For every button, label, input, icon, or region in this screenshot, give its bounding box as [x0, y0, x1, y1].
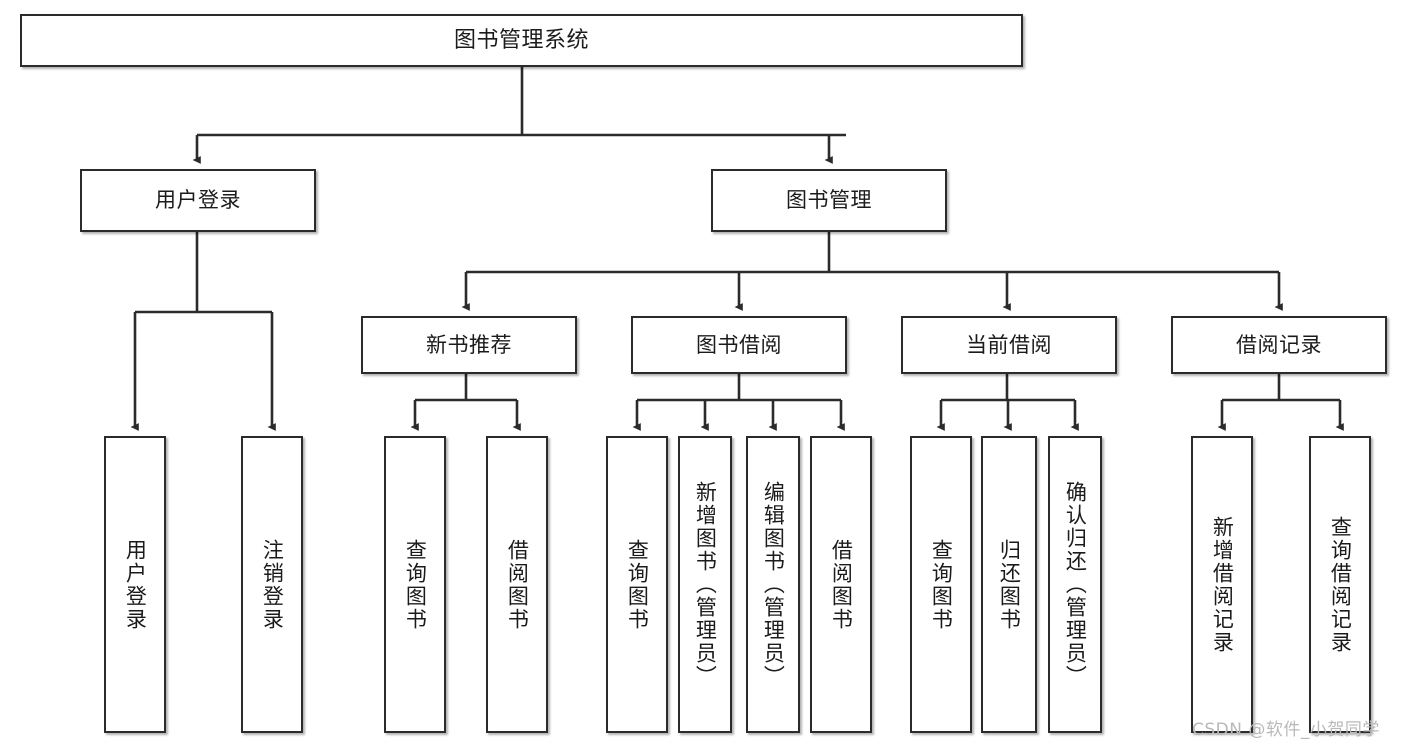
node-leaf-logout[interactable]: 注销登录 [241, 436, 303, 733]
node-leaf-query-record-label: 查询借阅记录 [1328, 515, 1353, 654]
node-leaf-query-record[interactable]: 查询借阅记录 [1309, 436, 1371, 733]
node-new-book-recommend-label: 新书推荐 [426, 332, 512, 357]
node-leaf-query-book-3-label: 查询图书 [929, 538, 954, 631]
node-leaf-query-book-3[interactable]: 查询图书 [910, 436, 972, 733]
node-borrow-record-label: 借阅记录 [1236, 332, 1322, 357]
node-leaf-confirm-return[interactable]: 确认归还（管理员） [1048, 436, 1102, 733]
node-new-book-recommend[interactable]: 新书推荐 [361, 316, 577, 374]
node-book-borrow-label: 图书借阅 [696, 332, 782, 357]
node-leaf-add-record[interactable]: 新增借阅记录 [1191, 436, 1253, 733]
node-leaf-return-book-label: 归还图书 [997, 538, 1022, 631]
node-leaf-borrow-book-2[interactable]: 借阅图书 [810, 436, 872, 733]
node-leaf-query-book-2[interactable]: 查询图书 [606, 436, 668, 733]
node-leaf-borrow-book-2-label: 借阅图书 [829, 538, 854, 631]
node-leaf-add-record-label: 新增借阅记录 [1210, 515, 1235, 654]
csdn-watermark: CSDN @软件_小贺同学 [1192, 720, 1380, 740]
node-leaf-user-login-label: 用户登录 [123, 538, 148, 631]
node-leaf-borrow-book-1-label: 借阅图书 [505, 538, 530, 631]
node-leaf-edit-book[interactable]: 编辑图书（管理员） [746, 436, 800, 733]
node-leaf-borrow-book-1[interactable]: 借阅图书 [486, 436, 548, 733]
node-user-login[interactable]: 用户登录 [80, 169, 316, 232]
node-leaf-query-book-2-label: 查询图书 [625, 538, 650, 631]
node-leaf-user-login[interactable]: 用户登录 [104, 436, 166, 733]
node-root-label: 图书管理系统 [453, 27, 589, 53]
node-current-borrow-label: 当前借阅 [966, 332, 1052, 357]
node-borrow-record[interactable]: 借阅记录 [1171, 316, 1387, 374]
node-leaf-add-book-label: 新增图书（管理员） [693, 481, 718, 688]
node-root[interactable]: 图书管理系统 [20, 14, 1023, 67]
node-book-manage[interactable]: 图书管理 [711, 169, 947, 232]
node-current-borrow[interactable]: 当前借阅 [901, 316, 1117, 374]
node-leaf-query-book-1[interactable]: 查询图书 [384, 436, 446, 733]
node-leaf-add-book[interactable]: 新增图书（管理员） [678, 436, 732, 733]
node-leaf-logout-label: 注销登录 [260, 538, 285, 631]
node-leaf-confirm-return-label: 确认归还（管理员） [1063, 481, 1088, 688]
node-book-manage-label: 图书管理 [786, 188, 872, 213]
node-leaf-query-book-1-label: 查询图书 [403, 538, 428, 631]
node-book-borrow[interactable]: 图书借阅 [631, 316, 847, 374]
node-leaf-edit-book-label: 编辑图书（管理员） [761, 481, 786, 688]
node-user-login-label: 用户登录 [155, 188, 241, 213]
node-leaf-return-book[interactable]: 归还图书 [981, 436, 1037, 733]
